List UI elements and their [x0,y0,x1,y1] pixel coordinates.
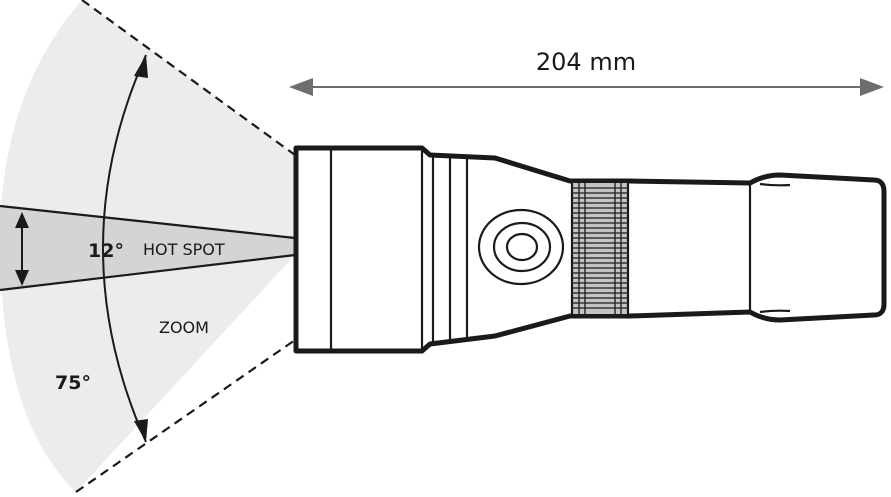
hotspot-beam-wedge [0,206,295,290]
zoom-angle-arrow-top [134,55,148,78]
zoom-angle-arrow-bottom [134,419,148,442]
zoom-label: ZOOM [159,318,209,337]
length-label: 204 mm [536,48,636,76]
flashlight [293,145,887,354]
hotspot-angle-label: 12° [88,240,124,262]
length-arrow-left [289,78,313,96]
switch-button-outer [477,208,565,286]
hotspot-label: HOT SPOT [143,240,225,259]
hotspot-edge-top [0,204,296,240]
flashlight-outline [293,145,887,354]
switch-button-mid [492,221,552,273]
hotspot-angle-arrow-bottom [15,270,29,286]
switch-button-inner [505,232,539,262]
hotspot-edge-bottom [0,253,296,292]
knurling-texture [572,183,628,314]
hotspot-angle-arrow-top [15,212,29,228]
zoom-angle-arc [102,54,147,443]
length-arrow-right [860,78,884,96]
zoom-angle-label: 75° [55,372,91,394]
tail-cap-lines [759,182,791,314]
